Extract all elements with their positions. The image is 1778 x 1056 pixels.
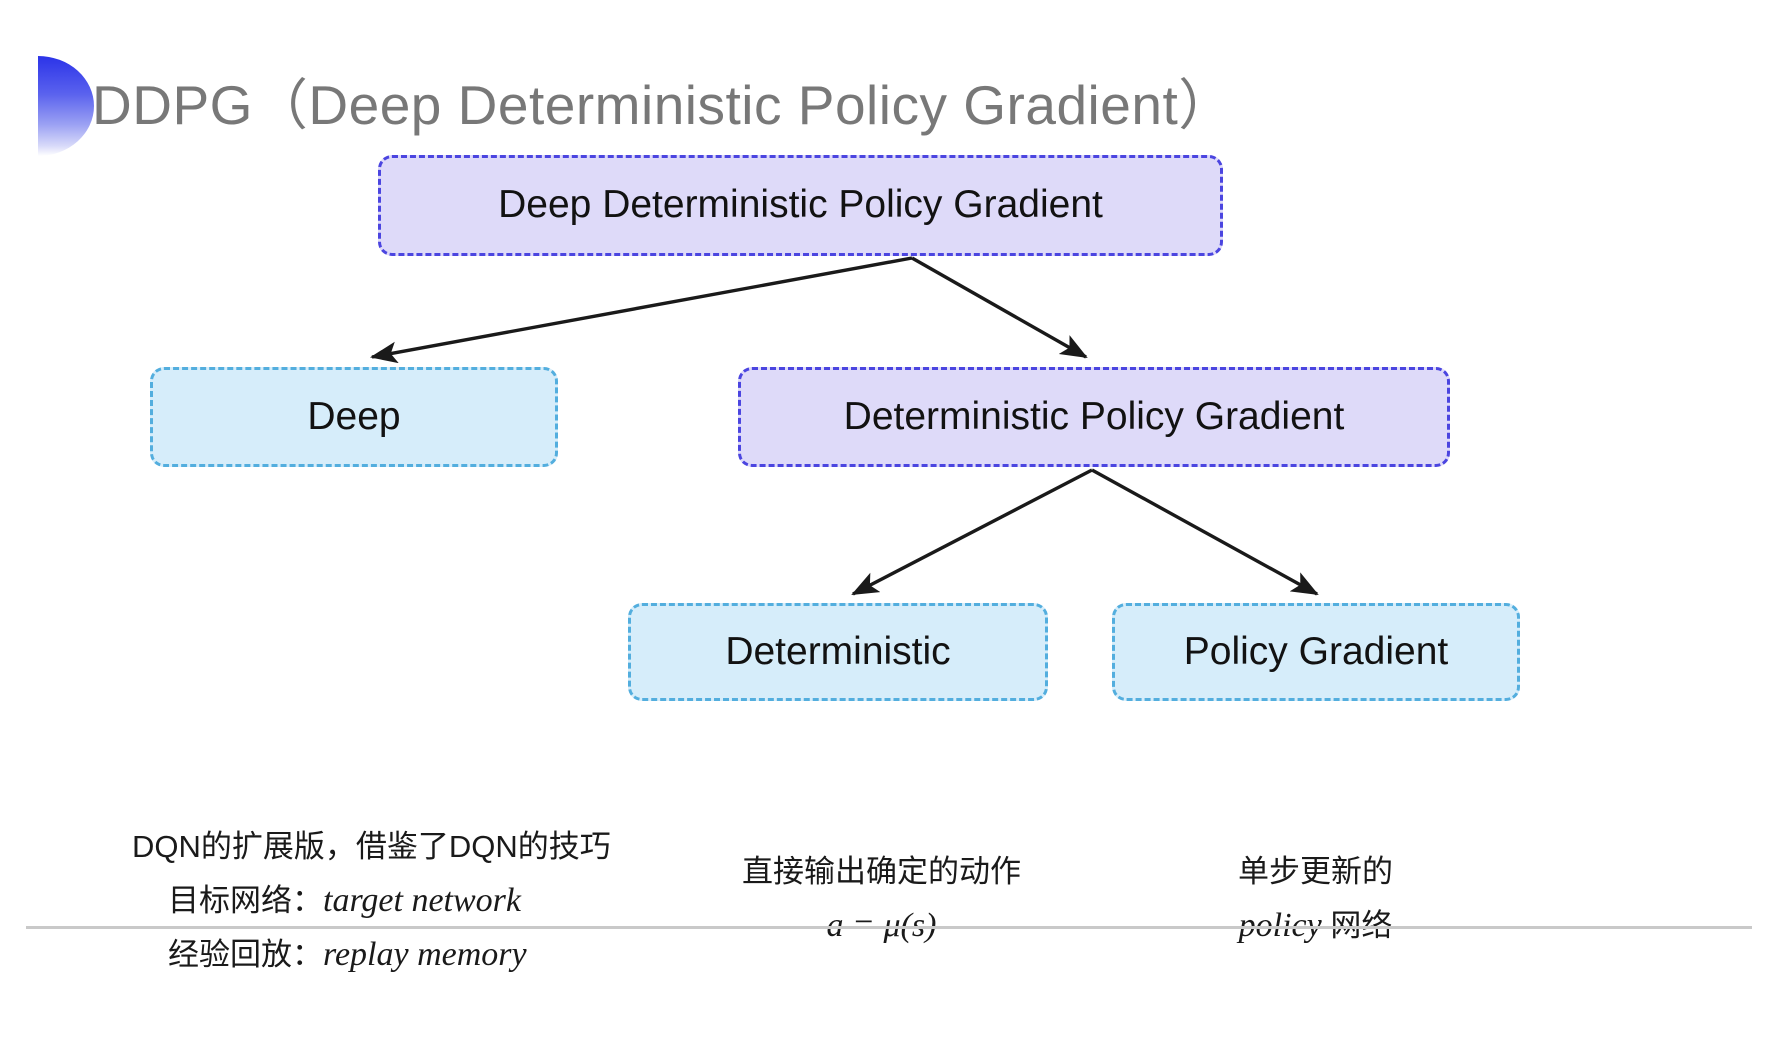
caption-deterministic-line1: 直接输出确定的动作 bbox=[742, 854, 1021, 889]
edge-dpg-to-policy-gradient bbox=[1091, 468, 1319, 596]
node-deterministic-policy-gradient[interactable]: Deterministic Policy Gradient bbox=[738, 367, 1450, 467]
caption-policy-gradient: 单步更新的 policy 网络 bbox=[1238, 845, 1393, 953]
caption-deep-line3: 经验回放：replay memory bbox=[132, 928, 611, 982]
caption-policy-gradient-line2: policy 网络 bbox=[1238, 899, 1393, 953]
caption-deep-line2: 目标网络：target network bbox=[132, 874, 611, 928]
caption-deep-line3-value: replay memory bbox=[323, 936, 527, 973]
node-deterministic[interactable]: Deterministic bbox=[628, 603, 1048, 701]
caption-policy-gradient-suffix: 网络 bbox=[1321, 908, 1393, 943]
caption-deep-line2-value: target network bbox=[323, 882, 521, 919]
caption-policy-gradient-line1: 单步更新的 bbox=[1238, 854, 1393, 889]
node-policy-gradient[interactable]: Policy Gradient bbox=[1112, 603, 1520, 701]
caption-deterministic: 直接输出确定的动作 a = μ(s) bbox=[742, 845, 1021, 953]
edge-root-to-deep bbox=[369, 256, 913, 364]
bottom-divider bbox=[26, 926, 1752, 929]
edge-dpg-to-deterministic bbox=[851, 468, 1093, 596]
page-title: DDPG（Deep Deterministic Policy Gradient） bbox=[92, 74, 1234, 136]
caption-policy-gradient-term: policy bbox=[1238, 907, 1322, 944]
caption-deep-line1: DQN的扩展版，借鉴了DQN的技巧 bbox=[132, 829, 611, 864]
node-deep[interactable]: Deep bbox=[150, 367, 558, 467]
caption-deep-line2-label: 目标网络： bbox=[168, 883, 323, 918]
edge-root-to-dpg bbox=[911, 256, 1088, 359]
caption-deep-line3-label: 经验回放： bbox=[168, 937, 323, 972]
title-bullet-accent-icon bbox=[38, 56, 94, 156]
caption-deterministic-formula: a = μ(s) bbox=[826, 907, 937, 944]
node-deep-deterministic-policy-gradient[interactable]: Deep Deterministic Policy Gradient bbox=[378, 155, 1223, 256]
caption-deep: DQN的扩展版，借鉴了DQN的技巧 目标网络：target network 经验… bbox=[132, 820, 611, 982]
